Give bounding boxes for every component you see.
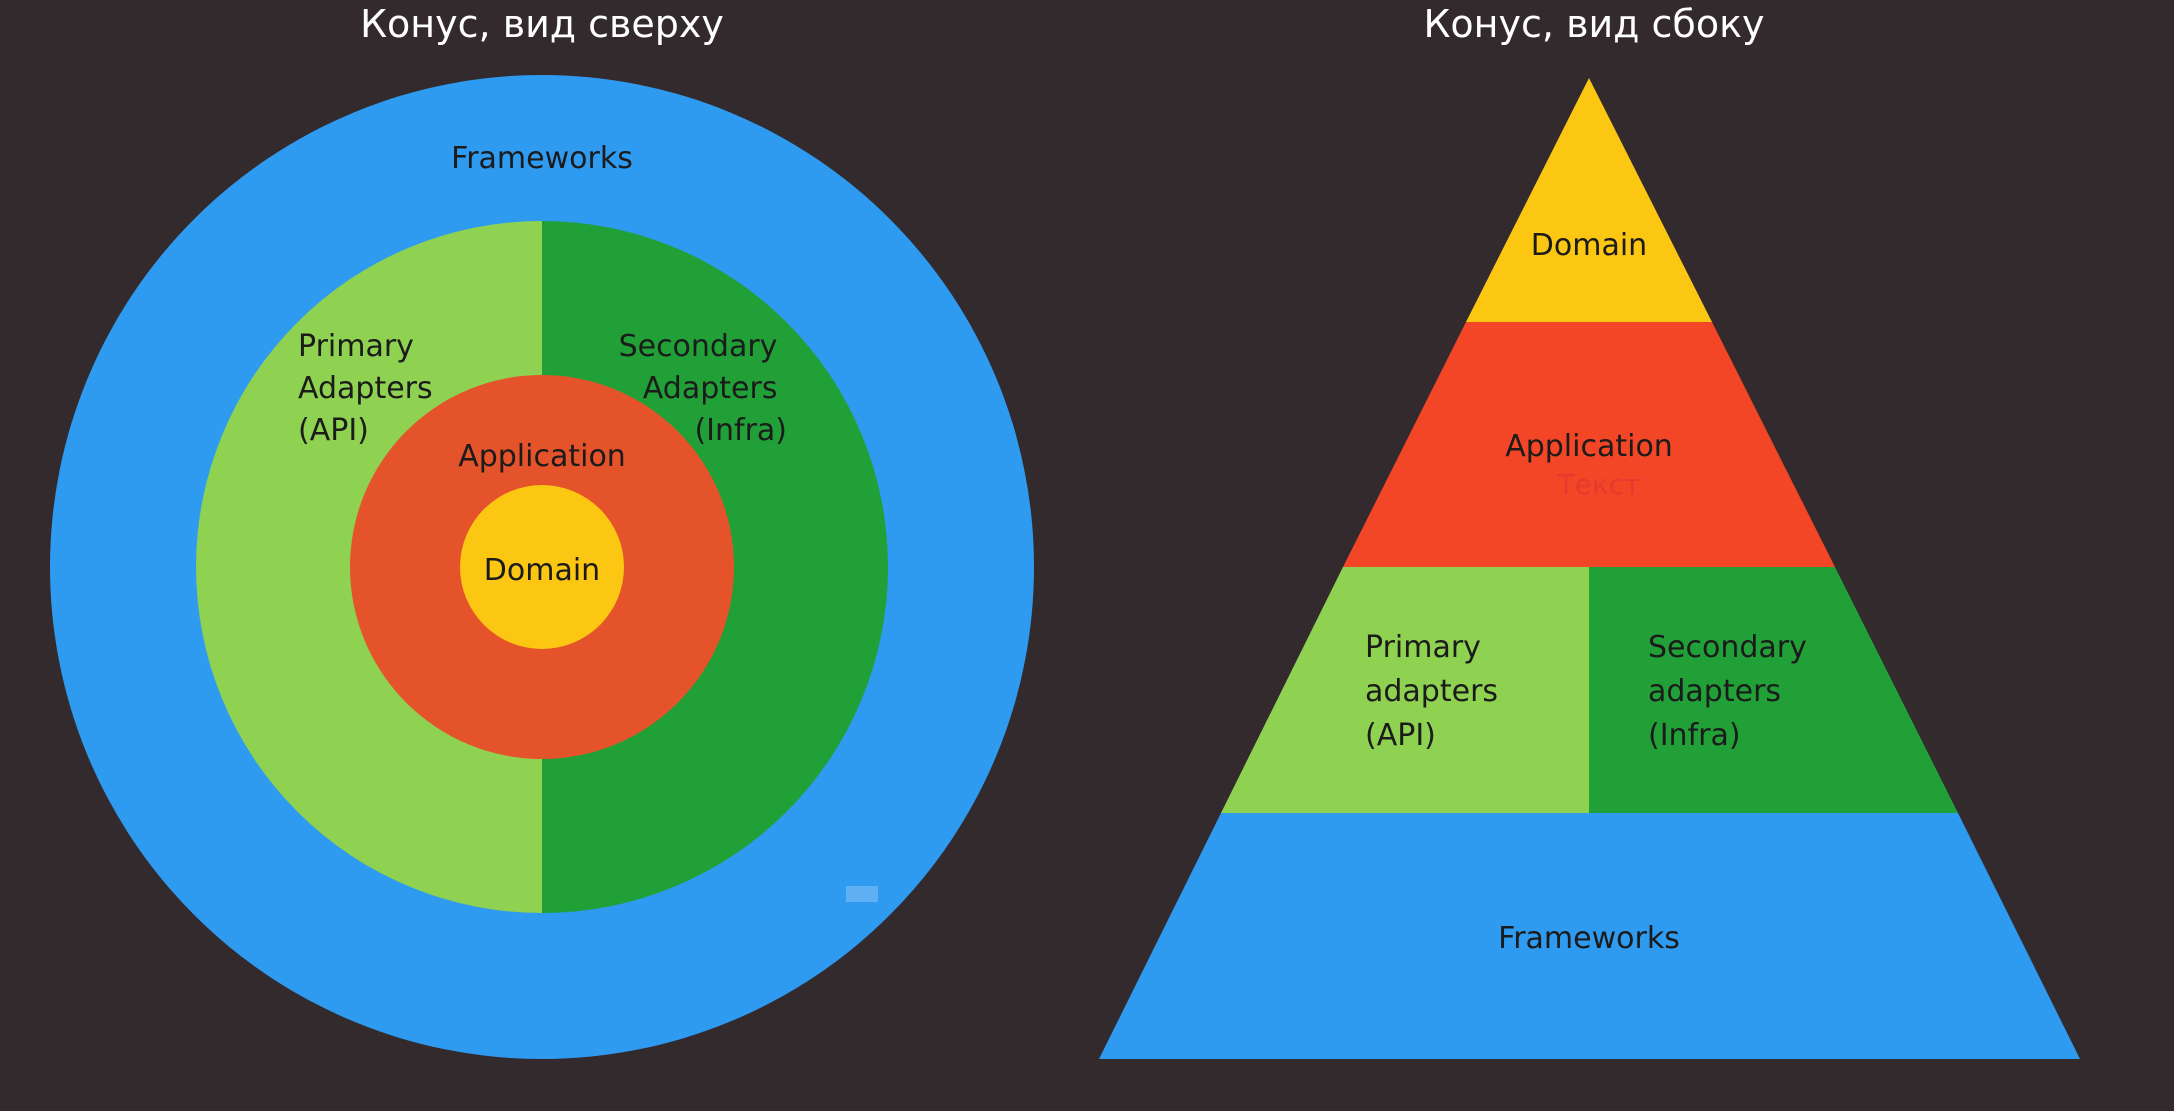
secondary-adapters-label: Secondary Adapters (Infra) xyxy=(619,329,787,448)
side-view: Конус, вид сбоку Domain Application Текс… xyxy=(1099,2,2080,1059)
side-primary-adapters-label: Primary adapters (API) xyxy=(1365,630,1508,753)
primary-adapters-tier xyxy=(1221,567,1589,813)
side-application-label: Application xyxy=(1505,429,1673,464)
side-view-title: Конус, вид сбоку xyxy=(1423,2,1764,46)
side-application-hint: Текст xyxy=(1557,468,1641,501)
application-tier xyxy=(1343,322,1835,567)
top-view: Конус, вид сверху Frameworks Primary Ada… xyxy=(50,2,1034,1059)
side-secondary-adapters-label: Secondary adapters (Infra) xyxy=(1648,630,1816,753)
domain-label: Domain xyxy=(484,553,600,588)
domain-core xyxy=(460,485,624,649)
secondary-adapters-tier xyxy=(1589,567,1958,813)
primary-adapters-label: Primary Adapters (API) xyxy=(298,329,442,448)
frameworks-label: Frameworks xyxy=(451,141,633,176)
top-view-title: Конус, вид сверху xyxy=(360,2,724,46)
application-label: Application xyxy=(458,439,626,474)
small-marker xyxy=(846,886,878,902)
domain-tier xyxy=(1466,78,1712,322)
side-domain-label: Domain xyxy=(1531,228,1647,263)
frameworks-tier xyxy=(1099,813,2080,1059)
side-frameworks-label: Frameworks xyxy=(1498,921,1680,956)
